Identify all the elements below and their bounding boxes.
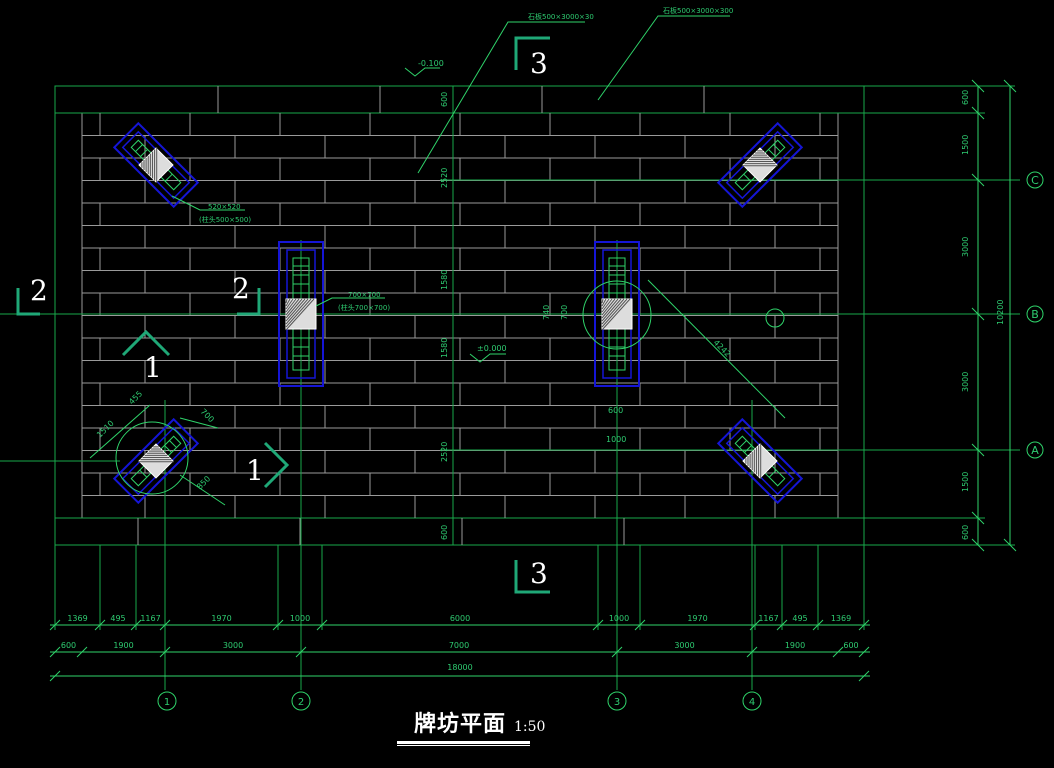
axis-b-bubble <box>1026 305 1044 323</box>
dim-bottom-row1: 1167 <box>758 614 778 623</box>
right-dimensions: 600 1500 3000 3000 1500 600 10200 <box>864 79 1017 552</box>
svg-text:600: 600 <box>608 406 623 415</box>
svg-text:700: 700 <box>560 305 569 320</box>
dim-bottom-row2: 3000 <box>223 641 243 650</box>
svg-text:2520: 2520 <box>440 168 449 188</box>
dim-bottom-row2: 3000 <box>674 641 694 650</box>
dim-right-3000-bottom: 3000 <box>961 372 970 392</box>
axis-a-bubble <box>1026 441 1044 459</box>
columns <box>112 121 804 505</box>
dim-bottom-row2: 1900 <box>785 641 805 650</box>
title-underline-thin <box>397 745 530 746</box>
dim-right-total: 10200 <box>996 300 1005 325</box>
column-pillar <box>716 417 804 505</box>
dim-right-600-top: 600 <box>961 90 970 105</box>
dim-bottom-row2: 1900 <box>113 641 133 650</box>
center-dimensions: 600 2520 1580 1580 2520 600 <box>440 92 449 540</box>
svg-text:850: 850 <box>195 474 212 491</box>
dim-bottom-total: 18000 <box>447 663 472 672</box>
leader-slab-1 <box>417 21 585 174</box>
section-markers: 3 3 2 2 1 1 <box>16 36 550 594</box>
elev-top: -0.100 <box>418 59 444 68</box>
svg-text:1000: 1000 <box>606 435 626 444</box>
dim-bottom-row1: 1167 <box>140 614 160 623</box>
note-slab-1: 石板500×3000×30 <box>528 12 594 21</box>
axis-a-label: A <box>1031 444 1039 457</box>
drawing-title: 牌坊平面 <box>414 711 507 737</box>
svg-text:2520: 2520 <box>440 442 449 462</box>
bottom-dimensions: 1369 495 1167 1970 1000 6000 1000 1970 1167 495 13… <box>49 545 870 682</box>
row-axis-markers: C B A <box>765 171 1044 459</box>
column-circle-center <box>582 280 652 350</box>
axis-c-label: C <box>1031 174 1039 187</box>
axis-b-label: B <box>1031 308 1039 321</box>
column-circle-left <box>115 421 189 495</box>
dim-bottom-row1: 6000 <box>450 614 470 623</box>
dim-right-1500-top: 1500 <box>961 135 970 155</box>
svg-text:1580: 1580 <box>440 270 449 290</box>
svg-text:1510: 1510 <box>95 419 116 440</box>
drawing-scale: 1:50 <box>514 719 546 735</box>
note-col-a: 520×520 <box>208 203 241 211</box>
svg-text:2: 2 <box>298 697 304 708</box>
dim-bottom-row1: 495 <box>110 614 125 623</box>
dim-right-600-bottom: 600 <box>961 525 970 540</box>
dim-bottom-row1: 1970 <box>211 614 231 623</box>
section-2-left: 2 <box>30 274 48 307</box>
svg-text:4: 4 <box>749 697 755 708</box>
note-col-b2: (柱头700×700) <box>338 303 390 312</box>
dim-bottom-row1: 495 <box>792 614 807 623</box>
svg-text:600: 600 <box>440 92 449 107</box>
section-2-mid: 2 <box>232 272 250 305</box>
dim-bottom-row1: 1000 <box>290 614 310 623</box>
column-pillar <box>716 121 804 209</box>
note-slab-2: 石板500×3000×300 <box>663 6 733 15</box>
dim-bottom-row1: 1970 <box>687 614 707 623</box>
svg-text:455: 455 <box>127 389 144 406</box>
dim-bottom-row1: 1369 <box>67 614 87 623</box>
column-pillar <box>112 417 200 505</box>
svg-text:700: 700 <box>199 407 216 424</box>
column-pillar <box>112 121 200 209</box>
dim-bottom-row1: 1000 <box>609 614 629 623</box>
column-pillar <box>594 241 640 387</box>
dim-bottom-row1: 1369 <box>831 614 851 623</box>
section-1-top: 1 <box>144 351 162 384</box>
svg-text:1580: 1580 <box>440 338 449 358</box>
svg-text:600: 600 <box>440 525 449 540</box>
diagonal-dim-text: 4242 <box>712 338 733 359</box>
paving-outer-border <box>54 85 865 546</box>
svg-text:740: 740 <box>542 305 551 320</box>
section-3-bottom: 3 <box>530 557 548 590</box>
brick-paving <box>55 86 864 545</box>
column-pillar <box>278 241 324 387</box>
leader-slab-2 <box>597 15 730 101</box>
dim-bottom-row2: 7000 <box>449 641 469 650</box>
note-col-b: 700×700 <box>348 291 381 299</box>
note-col-a2: (柱头500×500) <box>199 215 251 224</box>
section-3-top: 3 <box>530 47 548 80</box>
column-axis-markers: 1 2 3 4 <box>157 691 762 711</box>
diagonal-dim-line <box>647 279 786 419</box>
svg-text:1: 1 <box>164 697 170 708</box>
title-underline <box>397 741 530 744</box>
dim-right-3000-top: 3000 <box>961 237 970 257</box>
dim-right-1500-bottom: 1500 <box>961 472 970 492</box>
elev-mid: ±0.000 <box>477 344 507 353</box>
dim-bottom-row2: 600 <box>61 641 76 650</box>
dim-bottom-row2: 600 <box>843 641 858 650</box>
center-axis-bubble <box>765 308 785 328</box>
svg-text:3: 3 <box>614 697 620 708</box>
axis-c-bubble <box>1026 171 1044 189</box>
section-1-right: 1 <box>246 454 264 487</box>
